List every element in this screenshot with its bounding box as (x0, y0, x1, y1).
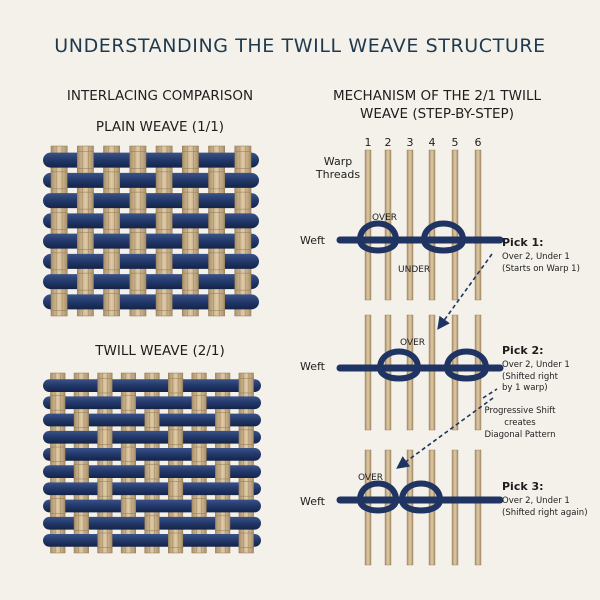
pick-diagrams (336, 149, 504, 566)
warp-number-5: 5 (452, 136, 459, 149)
pick2-desc: Over 2, Under 1 (502, 360, 570, 370)
weft-thread (43, 448, 261, 461)
weft-thread (43, 233, 259, 249)
shift-note-line2: creates (504, 418, 536, 428)
warp-thread (406, 149, 414, 301)
twill-weave-swatch (43, 372, 261, 554)
weft-under-loop (444, 365, 489, 382)
pick-diagram (336, 149, 504, 301)
weft-thread (43, 430, 261, 444)
weft-over-loop (444, 348, 489, 371)
weft-thread (43, 172, 259, 188)
weft-under-loop (357, 497, 399, 514)
pick2-note-line2: by 1 warp) (502, 383, 548, 393)
pick-diagram (336, 449, 504, 566)
warp-number-3: 3 (407, 136, 414, 149)
weft-over-loop (421, 220, 466, 243)
pick-diagram (336, 314, 504, 431)
warp-number-4: 4 (429, 136, 436, 149)
warp-thread (155, 145, 173, 317)
weft-under-loop (357, 237, 399, 254)
warp-thread (208, 145, 226, 317)
twill-weave-label: TWILL WEAVE (2/1) (94, 343, 224, 359)
weft-thread (43, 396, 261, 410)
warp-thread (181, 145, 199, 317)
mechanism-heading-line2: WEAVE (STEP-BY-STEP) (360, 106, 514, 122)
page-title: UNDERSTANDING THE TWILL WEAVE STRUCTURE (54, 35, 546, 57)
weft-over-loop (357, 220, 399, 243)
weft-over-loop (399, 480, 443, 503)
warp-threads-label-line1: Warp (324, 155, 352, 168)
warp-thread (103, 145, 121, 317)
weft-over-loop (377, 348, 421, 371)
warp-thread (50, 145, 68, 317)
weft-over-loop (357, 480, 399, 503)
weft-thread (43, 274, 259, 290)
weft-under-loop (377, 365, 421, 382)
weft-thread (43, 379, 261, 392)
pick1-note: (Starts on Warp 1) (502, 264, 580, 274)
weft-label-pick1: Weft (300, 234, 326, 247)
weft-thread (43, 294, 259, 310)
pick1-desc: Over 2, Under 1 (502, 252, 570, 262)
shift-arrow-2 (396, 397, 494, 469)
warp-thread (474, 449, 482, 566)
warp-threads-label-line2: Threads (315, 168, 360, 181)
over-label-pick3: OVER (358, 473, 383, 483)
warp-thread (364, 314, 372, 431)
under-label-pick1: UNDER (398, 265, 430, 275)
weft-label-pick3: Weft (300, 495, 326, 508)
weft-thread (43, 213, 259, 229)
weft-label-pick2: Weft (300, 360, 326, 373)
warp-number-6: 6 (475, 136, 482, 149)
weft-thread (43, 253, 259, 269)
warp-thread (428, 314, 436, 431)
comparison-heading: INTERLACING COMPARISON (67, 88, 253, 104)
weft-thread (43, 482, 261, 496)
weft-thread (43, 499, 261, 513)
shift-note-line1: Progressive Shift (485, 406, 557, 416)
pick1-title: Pick 1: (502, 236, 544, 249)
weft-under-loop (399, 497, 443, 514)
pick3-note: (Shifted right again) (502, 508, 588, 518)
over-label-pick2: OVER (400, 338, 425, 348)
over-label-pick1: OVER (372, 213, 397, 223)
weft-thread (43, 534, 261, 547)
plain-weave-label: PLAIN WEAVE (1/1) (96, 119, 224, 135)
weft-thread (43, 152, 259, 168)
pick3-title: Pick 3: (502, 480, 544, 493)
pick3-desc: Over 2, Under 1 (502, 496, 570, 506)
warp-thread (451, 449, 459, 566)
mechanism-heading-line1: MECHANISM OF THE 2/1 TWILL (333, 88, 542, 104)
warp-thread (129, 145, 147, 317)
warp-thread (474, 149, 482, 301)
pick2-title: Pick 2: (502, 344, 544, 357)
shift-note-line3: Diagonal Pattern (485, 430, 556, 440)
weft-under-loop (421, 237, 466, 254)
shift-arrow-2-tail (482, 388, 498, 399)
warp-thread (234, 145, 252, 317)
plain-weave-swatch (43, 145, 259, 317)
pick2-note-line1: (Shifted right (502, 372, 559, 382)
warp-number-2: 2 (385, 136, 392, 149)
warp-number-1: 1 (365, 136, 372, 149)
weft-thread (43, 193, 259, 209)
shift-arrow-1 (437, 253, 493, 330)
warp-thread (76, 145, 94, 317)
